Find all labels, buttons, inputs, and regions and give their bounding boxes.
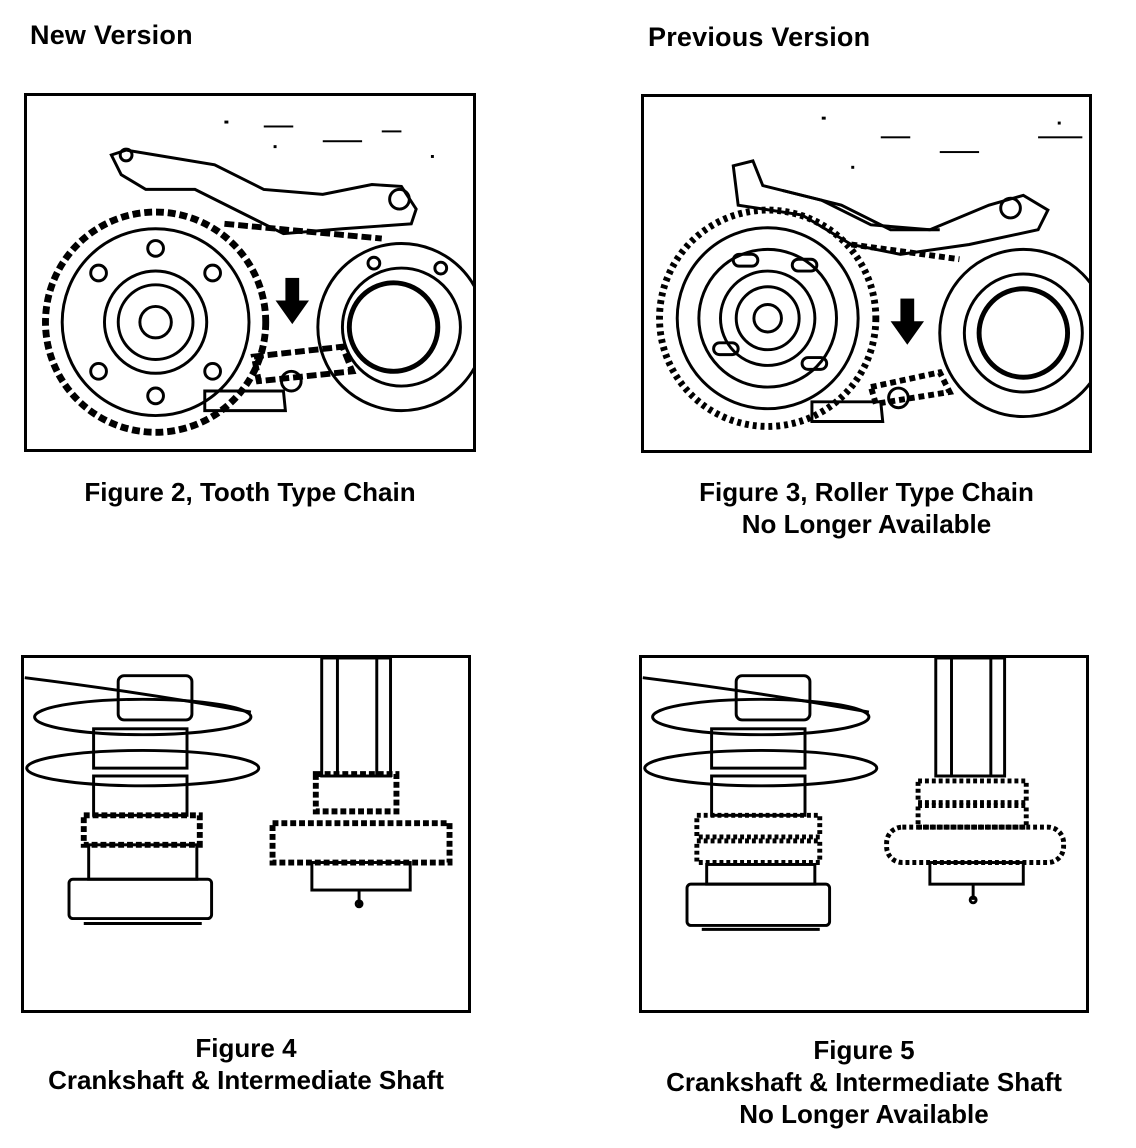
figure-3-illustration	[641, 94, 1092, 453]
figure-2-illustration	[24, 93, 476, 452]
figure-5-caption: Figure 5 Crankshaft & Intermediate Shaft…	[639, 1034, 1089, 1130]
caption-line: Figure 3, Roller Type Chain	[699, 477, 1034, 507]
figure-5-illustration	[639, 655, 1089, 1013]
caption-line: Figure 2, Tooth Type Chain	[84, 477, 416, 507]
figure-4-caption: Figure 4 Crankshaft & Intermediate Shaft	[21, 1032, 471, 1096]
down-arrow-icon	[275, 277, 309, 325]
caption-line: Crankshaft & Intermediate Shaft	[666, 1067, 1062, 1097]
figure-4-illustration	[21, 655, 471, 1013]
caption-line: Figure 5	[813, 1035, 915, 1065]
figure-3-caption: Figure 3, Roller Type Chain No Longer Av…	[641, 476, 1092, 540]
heading-previous-version: Previous Version	[648, 22, 871, 52]
tooth-shafts-drawing	[24, 658, 453, 925]
caption-line: No Longer Available	[739, 1099, 989, 1129]
tooth-chain-drawing	[42, 120, 473, 436]
roller-chain-drawing	[656, 116, 1089, 430]
caption-line: No Longer Available	[741, 509, 992, 539]
figure-2-caption: Figure 2, Tooth Type Chain	[24, 476, 476, 508]
heading-new-version: New Version	[30, 20, 193, 50]
roller-shafts-drawing	[642, 658, 1067, 931]
caption-line: Crankshaft & Intermediate Shaft	[48, 1065, 444, 1095]
caption-line: Figure 4	[195, 1033, 297, 1063]
down-arrow-icon	[890, 298, 925, 345]
